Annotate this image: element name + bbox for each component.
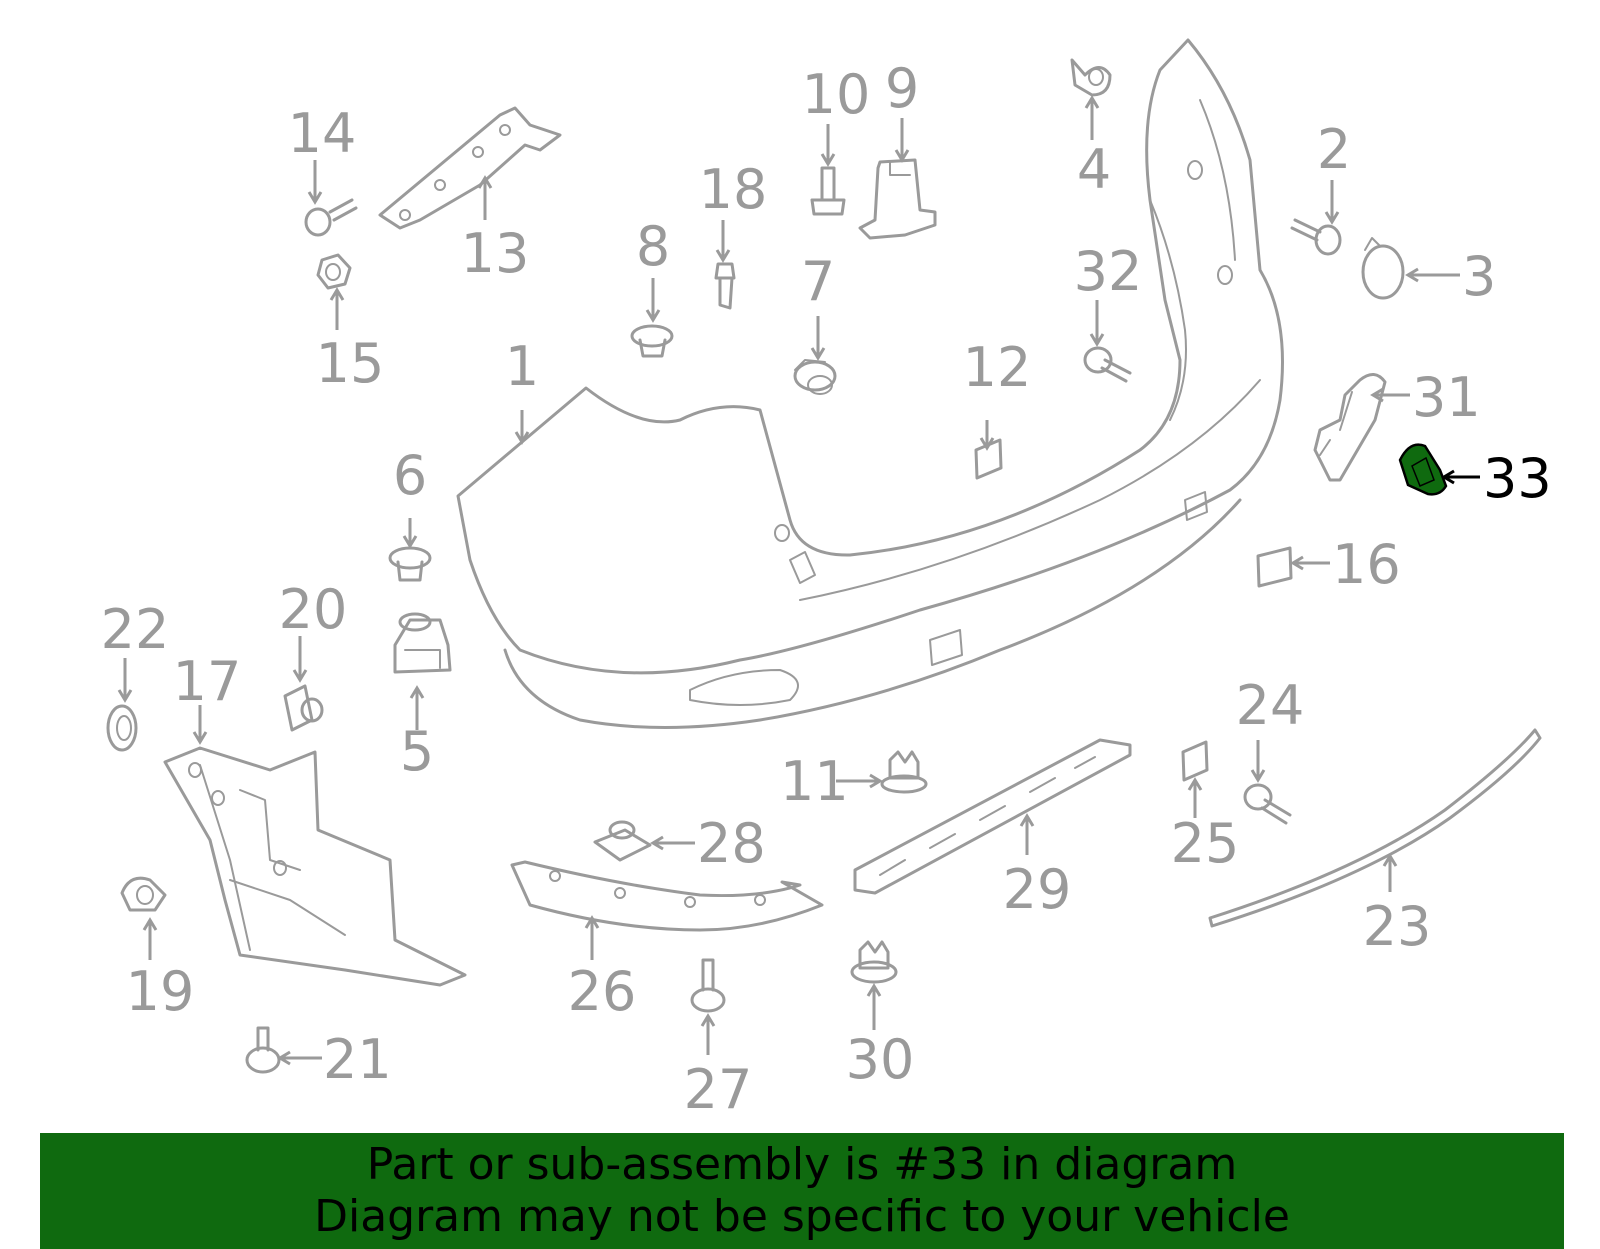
part-27-bolt [690, 958, 726, 1013]
callout-24: 24 [1236, 674, 1305, 737]
callout-arrows [117, 95, 1480, 1066]
part-1-bumper-cover [456, 38, 1284, 729]
part-11-nut [880, 750, 928, 794]
part-19-clip [120, 876, 167, 912]
callout-3: 3 [1462, 245, 1496, 308]
part-6-grommet [388, 546, 432, 582]
callout-16: 16 [1332, 533, 1401, 596]
callout-13: 13 [461, 222, 530, 285]
part-26-lower-molding [510, 860, 824, 932]
callout-12: 12 [963, 336, 1032, 399]
callout-21: 21 [323, 1028, 392, 1091]
part-28-clip-nut [593, 820, 652, 862]
callout-17: 17 [173, 650, 242, 713]
part-24-bolt [1243, 783, 1292, 825]
part-17-side-bracket [163, 746, 467, 987]
part-25-pad [1181, 740, 1209, 782]
callout-1: 1 [505, 335, 539, 398]
part-14-bolt [304, 198, 358, 237]
callout-30: 30 [846, 1028, 915, 1091]
callout-14: 14 [288, 102, 357, 165]
part-9-bracket [858, 158, 937, 240]
part-7-clip [793, 359, 837, 395]
callout-5: 5 [400, 720, 434, 783]
part-15-nut [316, 253, 352, 290]
callout-19: 19 [126, 960, 195, 1023]
callout-33: 33 [1483, 447, 1552, 510]
part-13-reinforcement [378, 106, 562, 230]
part-16-pad [1256, 546, 1293, 588]
part-33-highlighted [1398, 443, 1448, 496]
part-31-reflector-bracket [1313, 373, 1387, 482]
part-8-grommet [630, 324, 674, 358]
part-20-clip-nut [283, 684, 324, 732]
part-5-bracket [393, 612, 452, 674]
callout-26: 26 [568, 960, 637, 1023]
callout-23: 23 [1363, 895, 1432, 958]
callout-31: 31 [1412, 366, 1481, 429]
part-22-grommet [106, 704, 138, 752]
callout-29: 29 [1003, 858, 1072, 921]
part-18-push-pin [714, 262, 736, 310]
callout-11: 11 [780, 750, 849, 813]
callout-27: 27 [684, 1058, 753, 1121]
info-banner: Part or sub-assembly is #33 in diagram D… [40, 1133, 1564, 1249]
callout-6: 6 [393, 444, 427, 507]
callout-22: 22 [101, 598, 170, 661]
callout-10: 10 [802, 63, 871, 126]
callout-25: 25 [1171, 812, 1240, 875]
callout-18: 18 [699, 158, 768, 221]
callout-15: 15 [316, 332, 385, 395]
part-23-strip [1208, 728, 1542, 928]
part-4-clip [1070, 58, 1112, 97]
callout-9: 9 [885, 57, 919, 120]
part-2-screw [1290, 218, 1342, 256]
part-21-bolt [245, 1026, 281, 1074]
parts-diagram: 1 2 3 4 5 6 7 8 9 10 11 12 13 14 15 16 1… [101, 38, 1552, 1121]
callout-20: 20 [279, 578, 348, 641]
part-32-bolt [1083, 346, 1132, 383]
part-3-cap [1361, 237, 1405, 300]
callout-7: 7 [801, 250, 835, 313]
part-10-bolt [810, 166, 846, 216]
callout-32: 32 [1074, 240, 1143, 303]
callout-28: 28 [697, 812, 766, 875]
part-12-pad [974, 438, 1003, 480]
callout-labels: 1 2 3 4 5 6 7 8 9 10 11 12 13 14 15 16 1… [101, 57, 1552, 1121]
banner-line-disclaimer: Diagram may not be specific to your vehi… [314, 1191, 1290, 1242]
callout-2: 2 [1317, 118, 1351, 181]
callout-4: 4 [1077, 138, 1111, 201]
part-29-bracket [853, 738, 1132, 895]
callout-8: 8 [636, 215, 670, 278]
banner-line-part: Part or sub-assembly is #33 in diagram [366, 1139, 1238, 1190]
part-30-nut [850, 940, 898, 984]
